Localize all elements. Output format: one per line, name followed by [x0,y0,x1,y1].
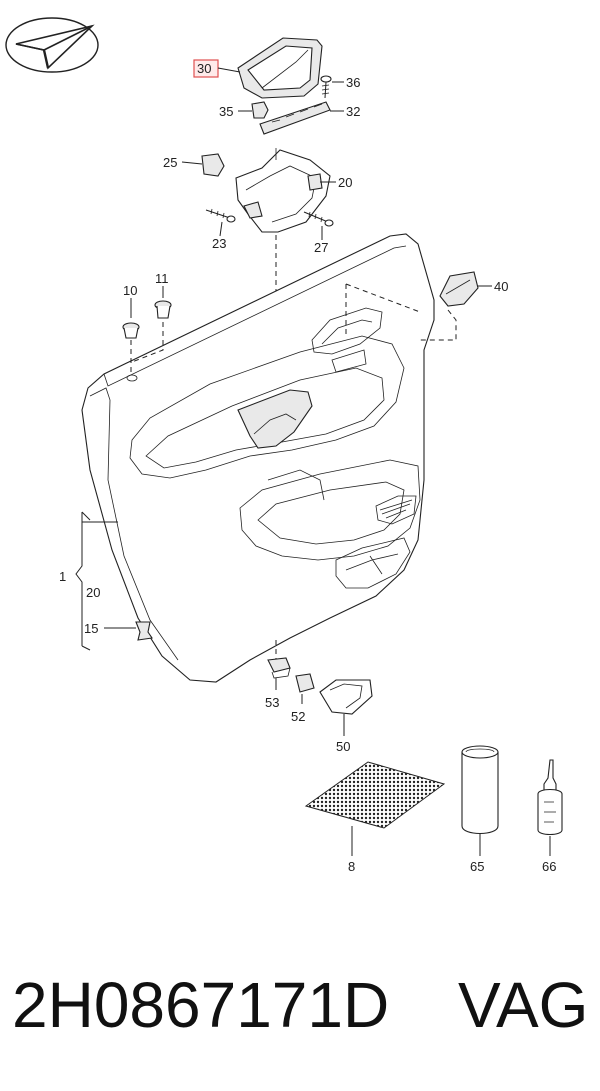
part-65-tape-roll[interactable] [461,745,499,835]
part-27-screw[interactable] [303,211,334,227]
part-32-switch-strip[interactable] [259,101,331,135]
part-1-bracket-lines [75,511,118,651]
label-20-top[interactable]: 20 [338,175,352,190]
label-23[interactable]: 23 [212,236,226,251]
part-8-insulation-mat[interactable] [304,761,446,829]
part-20-handle-bracket[interactable] [235,148,331,233]
label-20-side[interactable]: 20 [86,585,100,600]
part-53-clip[interactable] [267,657,291,679]
label-30[interactable]: 30 [197,61,211,76]
part-30-grab-handle[interactable] [237,37,323,99]
part-15-clip[interactable] [135,621,153,641]
paper-plane-logo-icon [5,17,99,73]
label-15[interactable]: 15 [84,621,98,636]
label-65[interactable]: 65 [470,859,484,874]
label-27[interactable]: 27 [314,240,328,255]
part-40-bracket[interactable] [439,271,479,307]
part-35-clip[interactable] [251,101,269,119]
label-66[interactable]: 66 [542,859,556,874]
part-number: 2H0867171D [12,969,390,1041]
part-52-clip[interactable] [295,673,315,693]
label-40[interactable]: 40 [494,279,508,294]
part-66-adhesive-bottle[interactable] [537,759,563,836]
label-1[interactable]: 1 [59,569,66,584]
label-25[interactable]: 25 [163,155,177,170]
label-11[interactable]: 11 [155,271,169,286]
part-50-bezel[interactable] [319,679,373,715]
label-52[interactable]: 52 [291,709,305,724]
part-11-clip[interactable] [154,300,172,319]
label-32[interactable]: 32 [346,104,360,119]
label-36[interactable]: 36 [346,75,360,90]
part-10-clip[interactable] [122,322,140,339]
brand-name: VAG [458,969,589,1041]
label-53[interactable]: 53 [265,695,279,710]
part-36-screw[interactable] [320,75,332,99]
part-23-screw[interactable] [205,208,236,223]
label-35[interactable]: 35 [219,104,233,119]
label-10[interactable]: 10 [123,283,137,298]
part-25-clip[interactable] [201,153,225,177]
label-50[interactable]: 50 [336,739,350,754]
label-8[interactable]: 8 [348,859,355,874]
part-20-door-trim-panel[interactable] [81,233,435,683]
